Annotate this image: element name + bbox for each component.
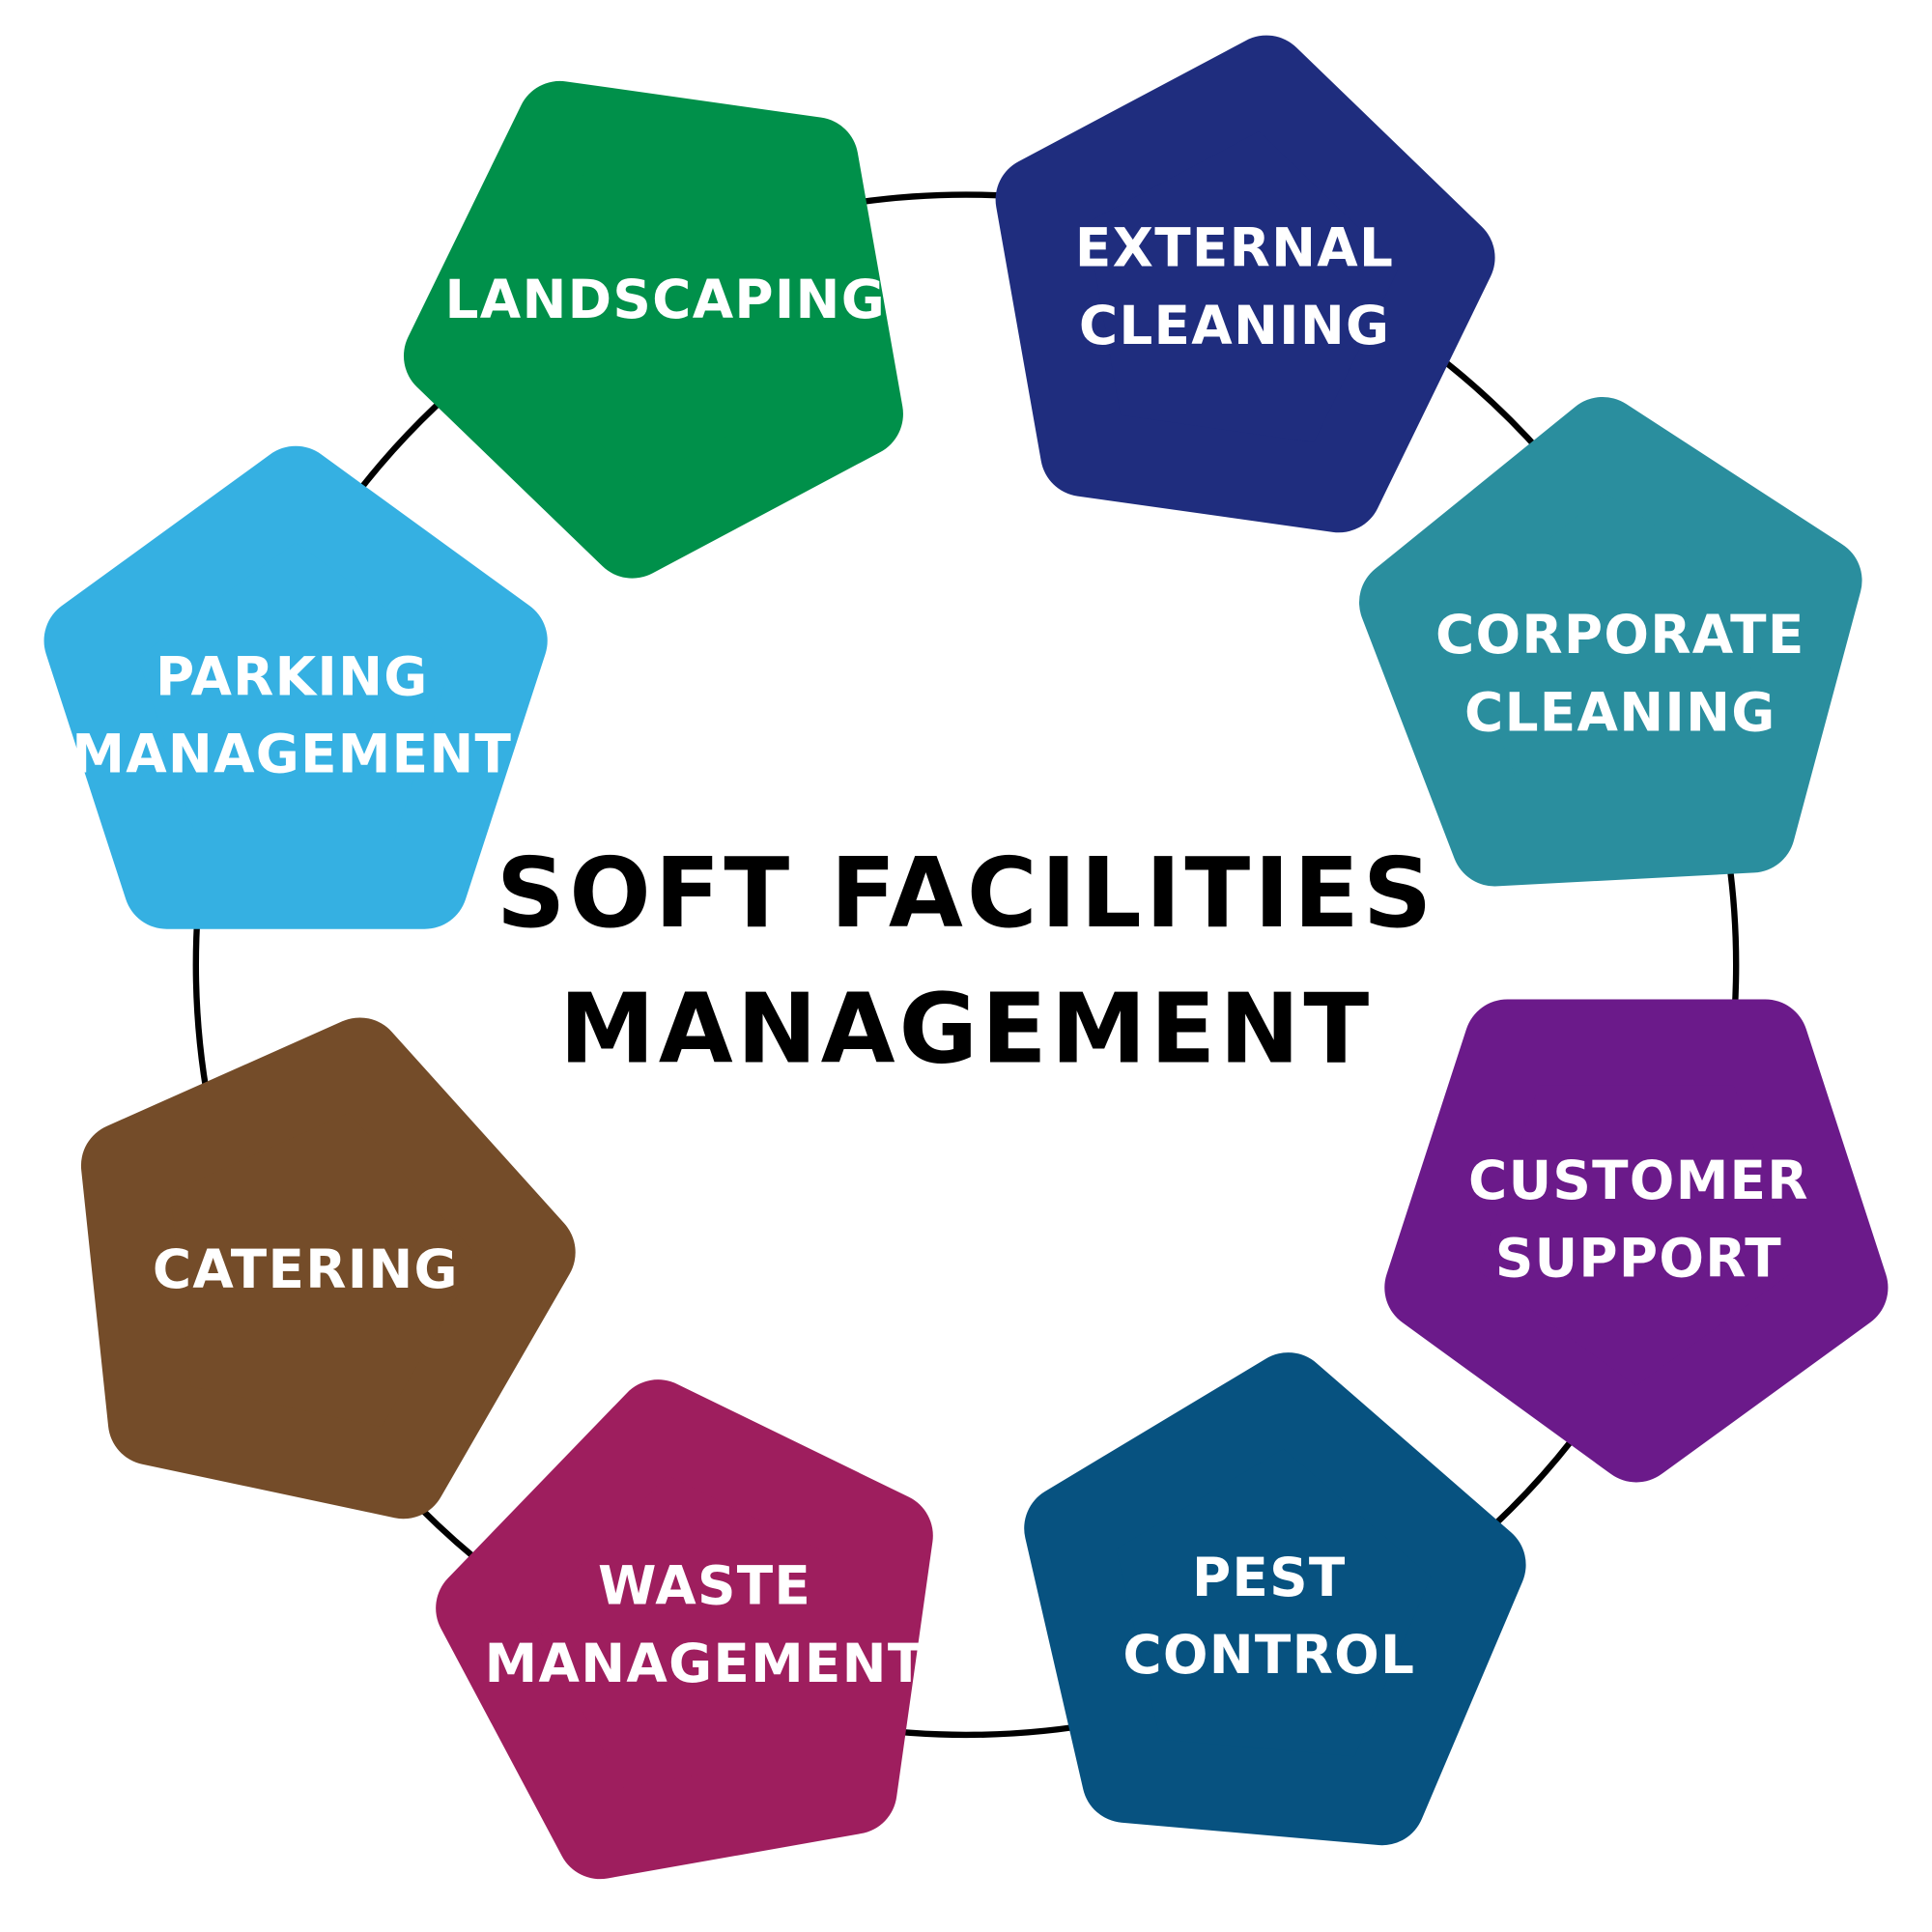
pentagon-shape: [1359, 396, 1862, 887]
segment-label: WASTE: [598, 1555, 811, 1617]
segment-customer-support: CUSTOMER SUPPORT: [1384, 999, 1889, 1483]
segment-external-cleaning: EXTERNAL CLEANING: [995, 35, 1495, 533]
connector-ring: [192, 191, 1740, 1739]
segment-landscaping: LANDSCAPING: [403, 80, 903, 579]
pentagon-shape: [403, 80, 903, 579]
pentagon-shape: [1024, 1352, 1526, 1846]
segment-label: CLEANING: [1079, 295, 1390, 356]
segment-label: LANDSCAPING: [445, 269, 886, 330]
segment-pest-control: PEST CONTROL: [1024, 1352, 1526, 1846]
segment-corporate-cleaning: CORPORATE CLEANING: [1359, 396, 1862, 887]
pentagon-shape: [1384, 999, 1889, 1483]
pentagon-shape: [43, 445, 548, 929]
title-line-1: SOFT FACILITIES: [497, 838, 1435, 950]
segment-label: MANAGEMENT: [485, 1633, 925, 1694]
segment-label: EXTERNAL: [1075, 217, 1394, 279]
pentagon-shape: [80, 1017, 576, 1520]
pentagon-shape: [995, 35, 1495, 533]
pentagon-shape: [436, 1379, 933, 1880]
title-line-2: MANAGEMENT: [559, 974, 1373, 1085]
segment-label: MANAGEMENT: [71, 724, 512, 785]
segment-parking-management: PARKING MANAGEMENT: [43, 445, 548, 929]
segment-label: CLEANING: [1464, 681, 1776, 743]
segment-catering: CATERING: [80, 1017, 576, 1520]
segment-waste-management: WASTE MANAGEMENT: [436, 1379, 933, 1880]
segment-label: SUPPORT: [1495, 1227, 1782, 1289]
segment-label: CORPORATE: [1435, 604, 1805, 666]
segment-label: CONTROL: [1122, 1624, 1415, 1686]
segment-label: CATERING: [153, 1238, 459, 1300]
segment-label: PARKING: [156, 645, 429, 707]
segment-label: CUSTOMER: [1468, 1150, 1809, 1211]
segment-label: PEST: [1192, 1547, 1347, 1608]
